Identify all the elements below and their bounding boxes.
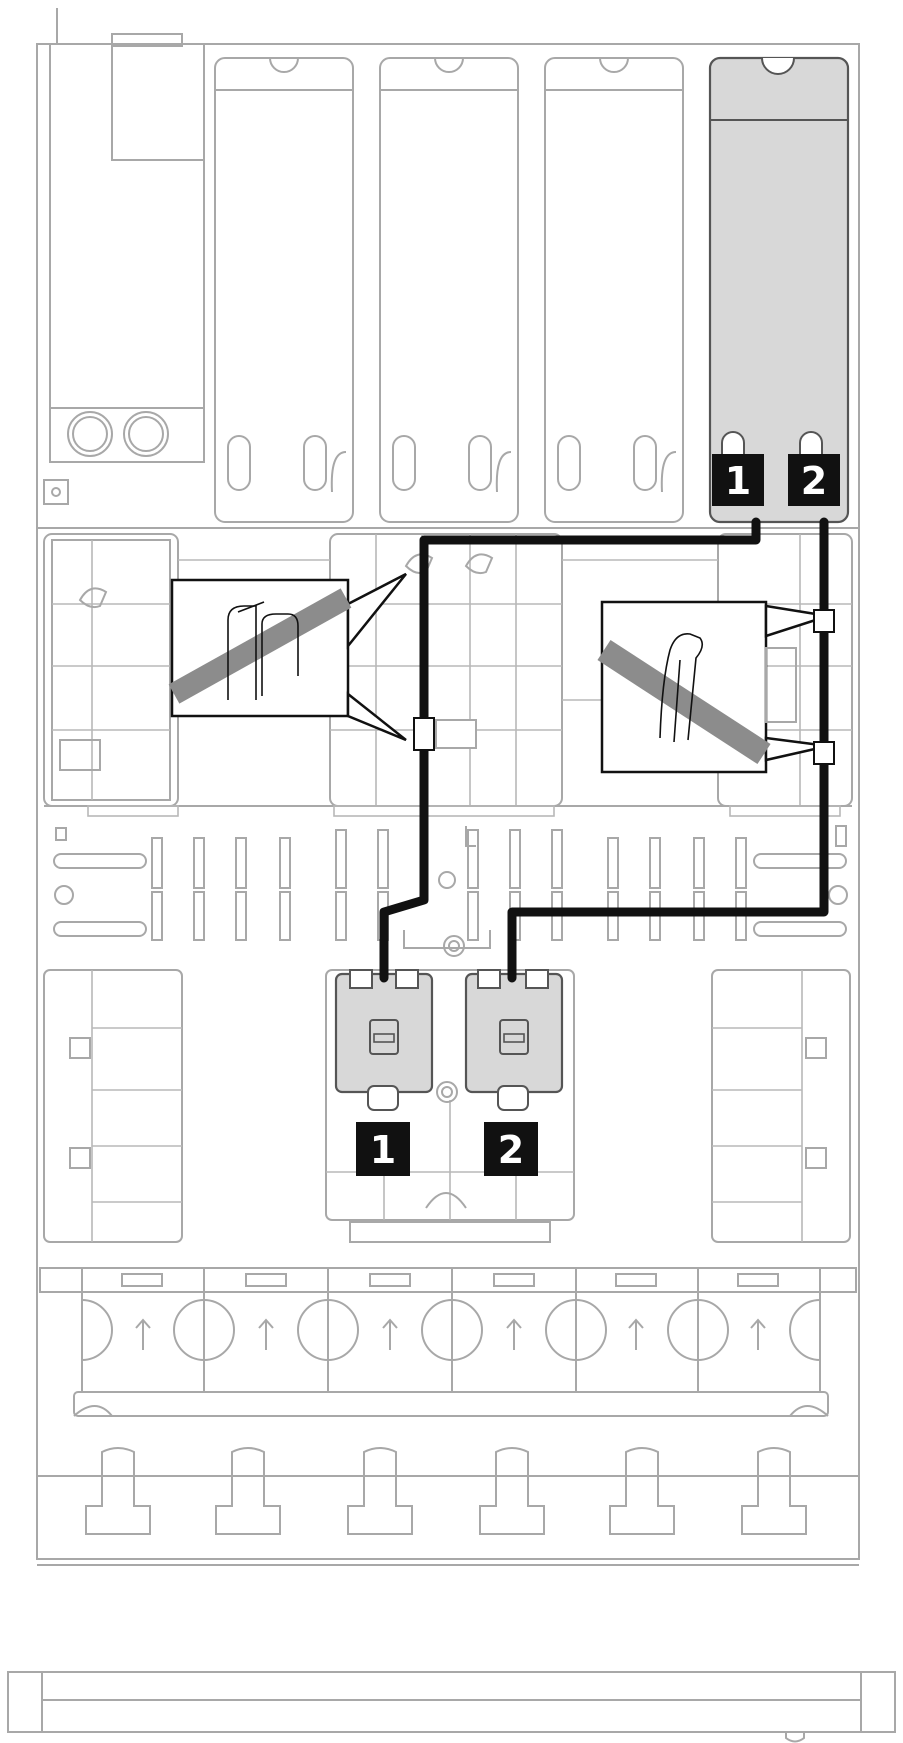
system-fans [39, 1267, 857, 1417]
cable-clips [413, 609, 835, 765]
board-connector-1-label: 1 [370, 1128, 396, 1172]
raid-adapter-1 [334, 969, 434, 1111]
chassis-outline [7, 8, 896, 1743]
fan-cage-left [43, 969, 183, 1243]
riser-connector-1-badge: 1 [712, 454, 764, 506]
pcie-slot-2 [379, 57, 519, 523]
raid-adapter-2 [464, 969, 564, 1111]
dimm-slots [53, 825, 848, 957]
adapter-tray [325, 969, 575, 1243]
riser-connector-2-badge: 2 [788, 454, 840, 506]
power-supply-unit [43, 33, 205, 505]
fan-cage-right [711, 969, 851, 1243]
board-connector-2-label: 2 [498, 1128, 524, 1172]
pcie-slot-3 [544, 57, 684, 523]
pcie-slot-1 [214, 57, 354, 523]
board-connector-2-badge: 2 [484, 1122, 538, 1176]
cable-clip-callout-right [597, 600, 829, 774]
board-connector-1-badge: 1 [356, 1122, 410, 1176]
drive-bay-latches [37, 1447, 859, 1535]
riser-connector-1-label: 1 [725, 459, 751, 503]
baffle-latch-icons [78, 553, 494, 609]
riser-connector-2-label: 2 [801, 459, 827, 503]
riser-card-highlighted [708, 56, 850, 524]
cable-clip-callout-left [168, 572, 407, 742]
cable-2 [507, 517, 829, 983]
baffle-vent-teeth [87, 805, 841, 817]
